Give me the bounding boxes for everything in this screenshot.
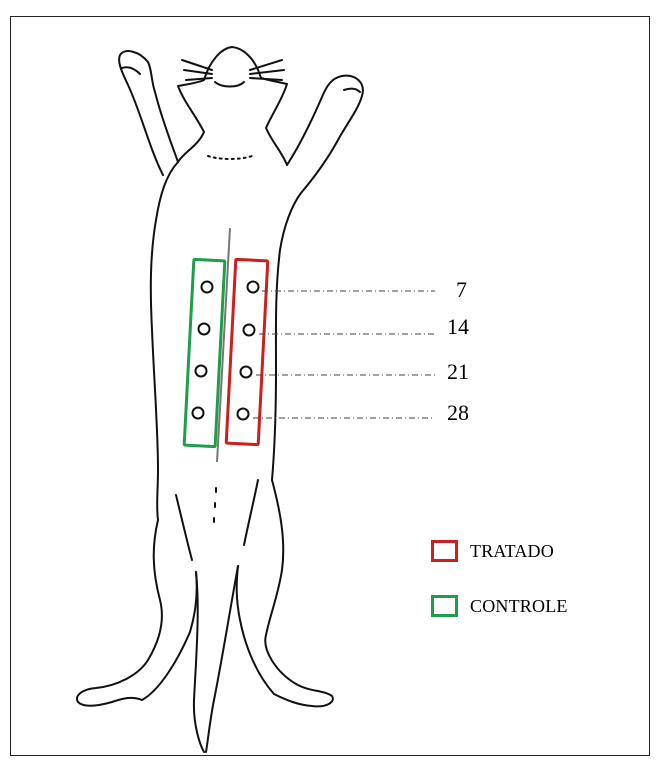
day-label-28: 28 [447,402,469,424]
legend-item-control: CONTROLE [431,595,568,617]
legend-label-control: CONTROLE [470,595,568,617]
treated-site [248,282,259,293]
control-site [199,324,210,335]
day-label-7: 7 [456,279,467,301]
day-label-14: 14 [447,316,469,338]
legend-swatch-control [431,595,458,617]
control-site [202,282,213,293]
legend-item-treated: TRATADO [431,540,554,562]
treated-sites [238,282,259,420]
treated-site [241,367,252,378]
legend-label-treated: TRATADO [470,540,554,562]
control-site [193,408,204,419]
control-site [196,366,207,377]
day-label-21: 21 [447,361,469,383]
treated-site [238,409,249,420]
legend-swatch-treated [431,540,458,562]
treated-site [244,325,255,336]
control-sites [193,282,213,419]
leader-lines [253,291,435,418]
